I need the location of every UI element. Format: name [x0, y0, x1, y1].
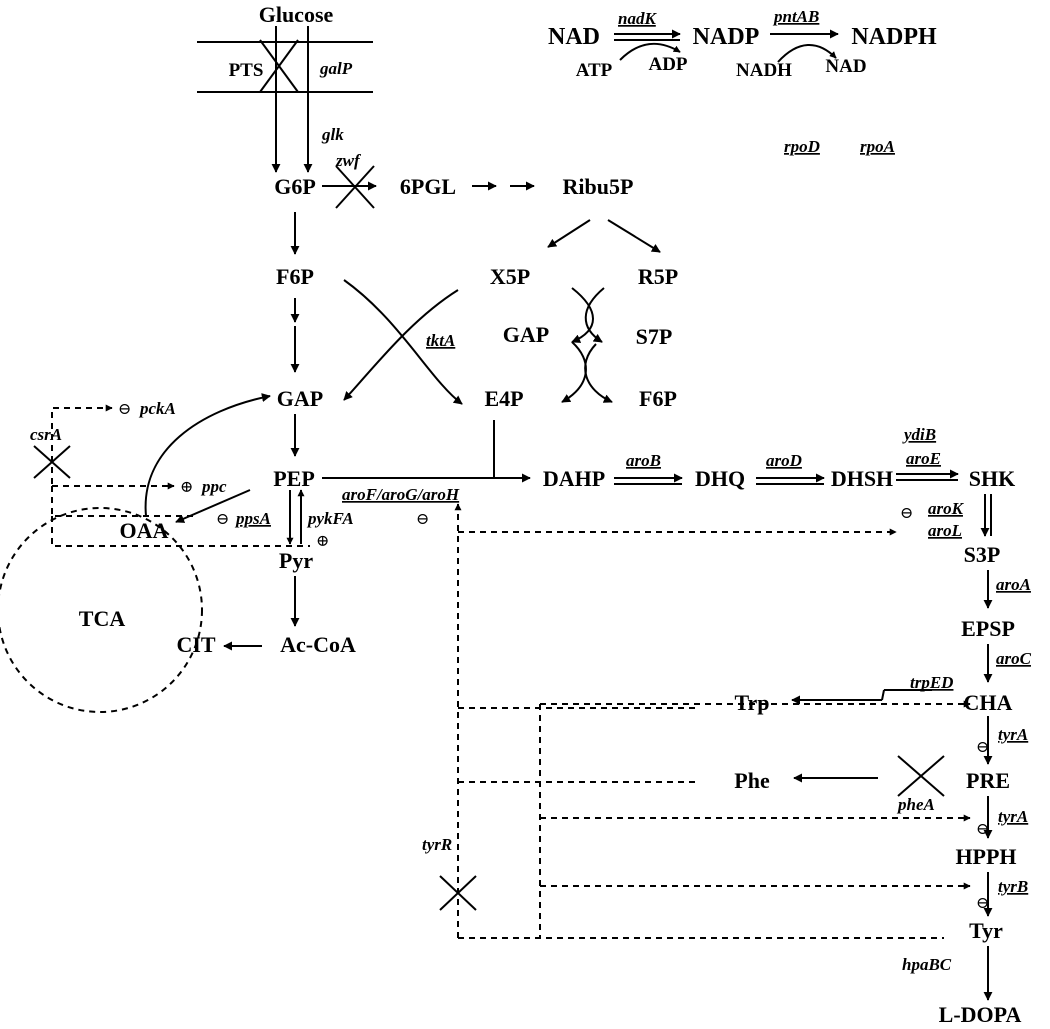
gene-glk: glk [321, 125, 344, 144]
gene-aroL: aroL [928, 521, 962, 540]
gene-tyrA-1: tyrA [998, 725, 1028, 744]
membrane [197, 41, 373, 93]
gene-tyrR: tyrR [422, 835, 452, 854]
gene-rpoA: rpoA [860, 137, 895, 156]
gene-galP: galP [319, 59, 353, 78]
gene-trpED: trpED [910, 673, 953, 692]
metabolite-pyr: Pyr [279, 548, 313, 573]
cofactor-nadph: NADPH [851, 24, 937, 50]
metabolite-tyr: Tyr [969, 918, 1003, 943]
activation-symbol-pykFA: ⊕ [316, 533, 329, 550]
gene-ppsA: ppsA [234, 509, 271, 528]
gene-rpoD: rpoD [784, 137, 820, 156]
cofactor-nad2: NAD [825, 56, 866, 77]
arrows [144, 26, 993, 1001]
metabolite-oaa: OAA [120, 518, 169, 543]
inhibition-symbol-pckA: ⊖ [118, 401, 131, 418]
metabolite-dhq: DHQ [695, 466, 745, 491]
metabolite-pts: PTS [229, 60, 264, 81]
metabolite-dhsh: DHSH [831, 466, 893, 491]
metabolite-hpph: HPPH [955, 844, 1016, 869]
metabolite-x5p: X5P [490, 264, 530, 289]
gene-aroB: aroB [626, 451, 661, 470]
gene-aroFGH: aroF/aroG/aroH [342, 485, 460, 504]
metabolite-epsp: EPSP [961, 616, 1015, 641]
metabolite-6pgl: 6PGL [400, 174, 456, 199]
metabolite-r5p: R5P [638, 264, 678, 289]
gene-aroK: aroK [928, 499, 965, 518]
metabolite-trp: Trp [734, 690, 769, 715]
gene-nadK: nadK [618, 9, 657, 28]
gene-aroE: aroE [906, 449, 941, 468]
gene-pckA: pckA [138, 399, 176, 418]
cofactor-nadp: NADP [693, 24, 760, 50]
gene-tyrA-2: tyrA [998, 807, 1028, 826]
knockout-marks [33, 39, 945, 911]
gene-pykFA: pykFA [306, 509, 354, 528]
gene-labels: galP glk zwf nadK pntAB rpoD rpoA tktA p… [30, 7, 1032, 974]
metabolite-glucose: Glucose [259, 2, 334, 27]
metabolite-g6p: G6P [274, 174, 316, 199]
metabolite-cit: CIT [176, 632, 215, 657]
cofactor-adp: ADP [648, 54, 687, 75]
metabolite-ldopa: L-DOPA [939, 1002, 1022, 1027]
gene-ppc: ppc [200, 477, 227, 496]
metabolite-shk: SHK [969, 466, 1015, 491]
cofactor-nad: NAD [548, 24, 600, 50]
gene-aroA: aroA [996, 575, 1031, 594]
cofactor-atp: ATP [576, 60, 613, 81]
regulation-lines [0, 404, 971, 939]
inhibition-symbol-aro: ⊖ [416, 511, 429, 528]
metabolite-pre: PRE [966, 768, 1010, 793]
metabolite-e4p: E4P [484, 386, 523, 411]
metabolite-accoa: Ac-CoA [280, 632, 356, 657]
gene-tktA: tktA [426, 331, 455, 350]
metabolite-s7p: S7P [636, 324, 673, 349]
metabolite-cha: CHA [964, 690, 1013, 715]
metabolite-tca: TCA [79, 606, 126, 631]
metabolite-s3p: S3P [964, 542, 1001, 567]
cofactor-nadh: NADH [736, 60, 792, 81]
metabolite-phe: Phe [734, 768, 770, 793]
gene-hpaBC: hpaBC [902, 955, 952, 974]
regulation-symbols: ⊖ ⊕ ⊖ ⊕ ⊖ ⊖ ⊖ ⊖ ⊖ [118, 401, 989, 912]
gene-aroC: aroC [996, 649, 1032, 668]
inhibition-symbol-aroK: ⊖ [900, 505, 913, 522]
gene-ydiB: ydiB [902, 425, 936, 444]
gene-tyrB: tyrB [998, 877, 1028, 896]
activation-symbol-ppc: ⊕ [180, 479, 193, 496]
metabolite-labels: Glucose PTS G6P 6PGL Ribu5P F6P X5P R5P … [79, 2, 1022, 1027]
metabolite-gap: GAP [277, 386, 323, 411]
gene-pheA: pheA [896, 795, 935, 814]
gene-zwf: zwf [335, 151, 362, 170]
inhibition-symbol-tyrA-1: ⊖ [976, 739, 989, 756]
gene-aroD: aroD [766, 451, 802, 470]
inhibition-symbol-tyrB: ⊖ [976, 895, 989, 912]
metabolite-ribu5p: Ribu5P [563, 174, 634, 199]
metabolite-gap-ppp: GAP [503, 322, 549, 347]
metabolite-f6p-ppp: F6P [639, 386, 677, 411]
gene-pntAB: pntAB [772, 7, 819, 26]
metabolite-pep: PEP [273, 466, 315, 491]
metabolite-f6p: F6P [276, 264, 314, 289]
gene-csrA: csrA [30, 425, 62, 444]
inhibition-symbol-tyrA-2: ⊖ [976, 821, 989, 838]
inhibition-symbol-ppsA: ⊖ [216, 511, 229, 528]
metabolite-dahp: DAHP [543, 466, 605, 491]
